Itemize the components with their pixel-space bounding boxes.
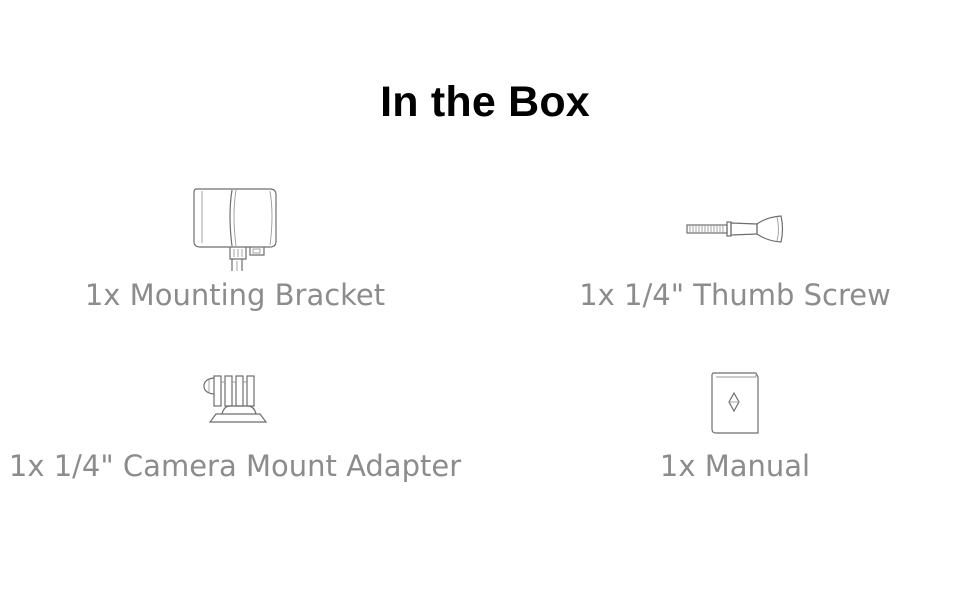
item-label: 1x Manual: [659, 449, 811, 483]
thumb-screw-icon: [685, 213, 785, 252]
item-label: 1x 1/4" Thumb Screw: [579, 278, 891, 312]
item-label: 1x 1/4" Camera Mount Adapter: [8, 449, 462, 483]
manual-icon: [710, 369, 762, 442]
item-thumb-screw: 1x 1/4" Thumb Screw: [500, 180, 970, 320]
item-manual: 1x Manual: [500, 365, 970, 505]
item-mounting-bracket: 1x Mounting Bracket: [0, 180, 470, 320]
page-title: In the Box: [380, 78, 590, 126]
mounting-bracket-icon: [190, 185, 282, 278]
item-camera-mount-adapter: 1x 1/4" Camera Mount Adapter: [0, 365, 470, 505]
camera-mount-adapter-icon: [200, 372, 272, 431]
item-label: 1x Mounting Bracket: [84, 278, 386, 312]
